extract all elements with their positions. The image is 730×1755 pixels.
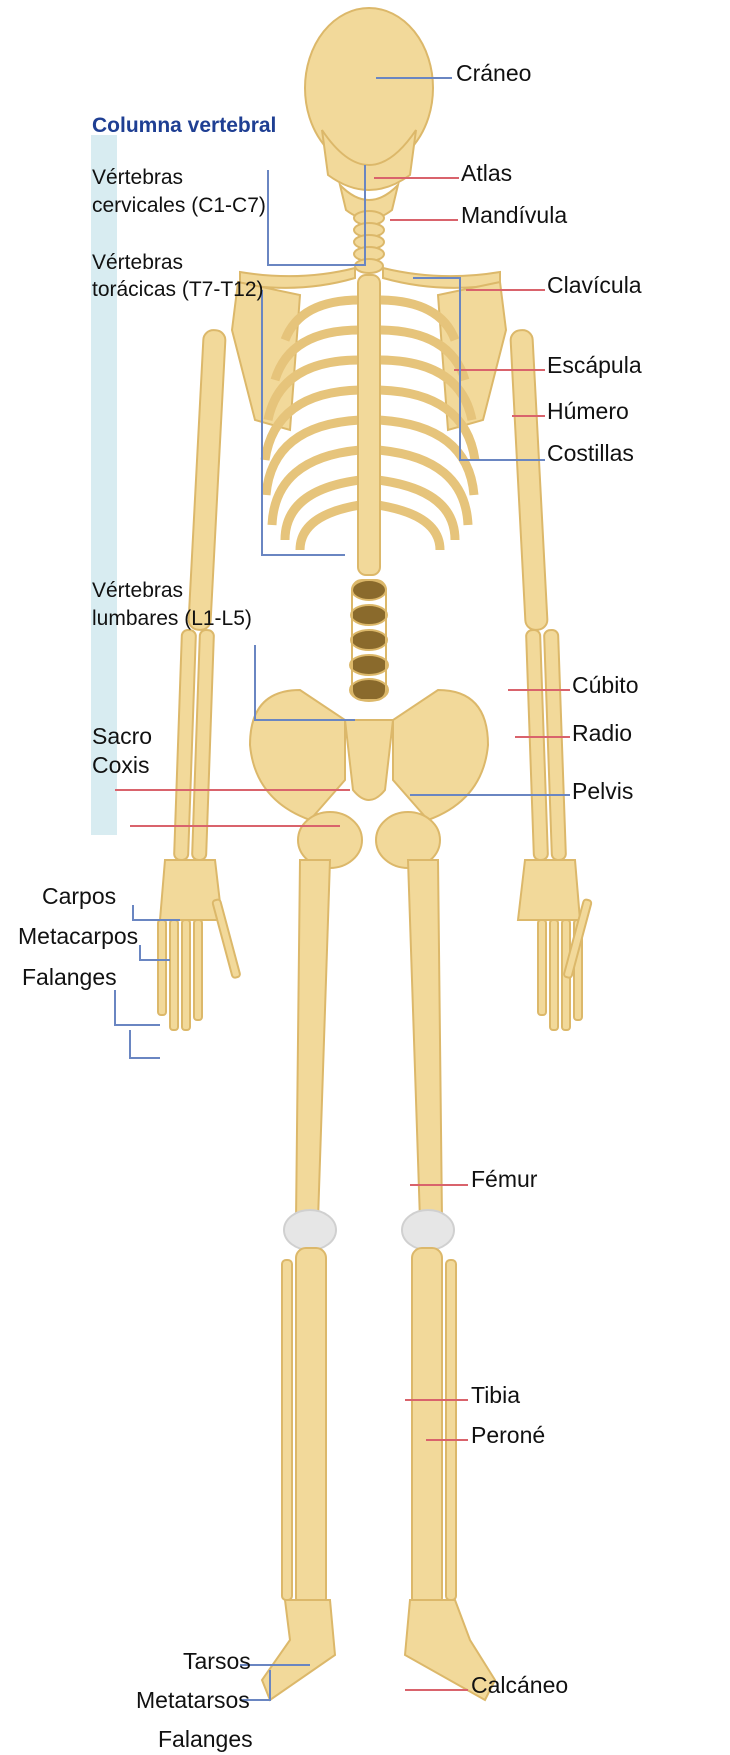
- vertebral-column-title: Columna vertebral: [92, 114, 276, 138]
- label-humero: Húmero: [547, 398, 629, 424]
- cervical-vertebrae: [354, 211, 384, 273]
- label-tibia: Tibia: [471, 1382, 520, 1408]
- label-toracicas-2: torácicas (T7-T12): [92, 277, 264, 302]
- label-calcaneo: Calcáneo: [471, 1672, 568, 1698]
- label-cubito: Cúbito: [572, 672, 638, 698]
- label-falanges-pie: Falanges: [158, 1726, 253, 1752]
- label-toracicas-1: Vértebras: [92, 250, 183, 275]
- label-tarsos: Tarsos: [183, 1648, 251, 1674]
- label-coxis: Coxis: [92, 752, 150, 778]
- label-cervicales-1: Vértebras: [92, 165, 183, 190]
- leg-right: [402, 860, 495, 1700]
- label-mandivula: Mandívula: [461, 202, 567, 228]
- label-sacro: Sacro: [92, 723, 152, 749]
- leg-left: [262, 860, 336, 1700]
- spine: [350, 275, 388, 701]
- label-falanges-mano: Falanges: [22, 964, 117, 990]
- skull: [305, 8, 433, 219]
- label-lumbares-2: lumbares (L1-L5): [92, 606, 252, 631]
- label-metacarpos: Metacarpos: [18, 923, 138, 949]
- label-escapula: Escápula: [547, 352, 642, 378]
- label-craneo: Cráneo: [456, 60, 531, 86]
- label-costillas: Costillas: [547, 440, 634, 466]
- label-clavicula: Clavícula: [547, 272, 642, 298]
- label-pelvis: Pelvis: [572, 778, 633, 804]
- label-lumbares-1: Vértebras: [92, 578, 183, 603]
- label-carpos: Carpos: [42, 883, 116, 909]
- label-metatarsos: Metatarsos: [136, 1687, 250, 1713]
- label-atlas: Atlas: [461, 160, 512, 186]
- arm-left: [158, 330, 241, 1030]
- label-perone: Peroné: [471, 1422, 545, 1448]
- label-cervicales-2: cervicales (C1-C7): [92, 193, 266, 218]
- label-radio: Radio: [572, 720, 632, 746]
- label-femur: Fémur: [471, 1166, 537, 1192]
- pelvis: [250, 690, 488, 868]
